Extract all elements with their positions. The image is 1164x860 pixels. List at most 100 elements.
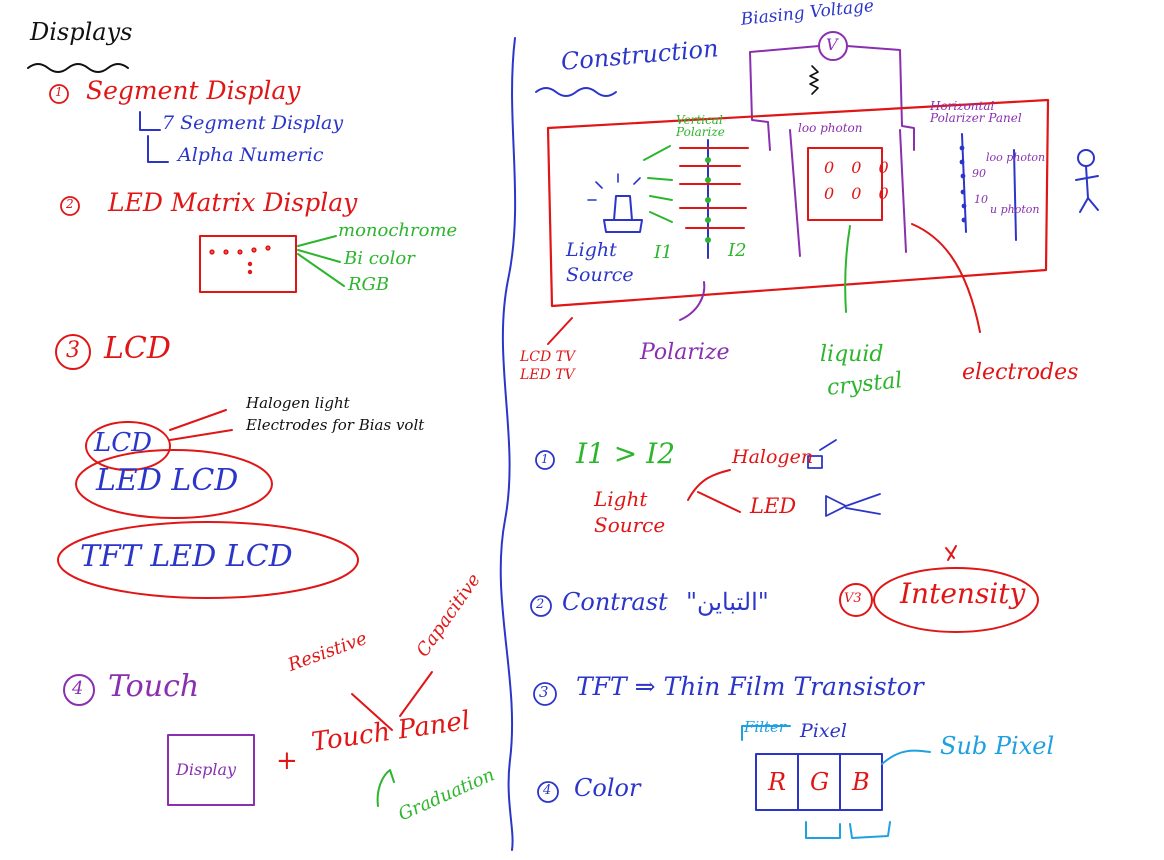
alpha-numeric-label: Alpha Numeric <box>178 144 324 166</box>
led-lcd-type: LED LCD <box>96 463 239 498</box>
led-lamp <box>825 493 881 517</box>
matrix-arrow-1 <box>297 235 337 247</box>
green-ray-2 <box>647 177 673 181</box>
contrast-label: Contrast <box>562 588 668 616</box>
led-lcd-ellipse <box>75 449 273 519</box>
subpixel-b: B <box>852 768 870 796</box>
title-underline <box>27 63 129 73</box>
item1-num: 1 <box>541 452 549 466</box>
subpixel-arrow <box>881 749 931 765</box>
lcd-arrow-1 <box>169 409 227 431</box>
pixel-box-b <box>839 753 883 811</box>
seven-segment-label: 7 Segment Display <box>162 112 344 134</box>
subpixel-r: R <box>768 768 787 796</box>
liquid-label: liquid <box>820 342 884 367</box>
photon-100-label: loo photon <box>986 151 1046 164</box>
plate-left <box>789 129 801 257</box>
r-num-3 <box>533 682 557 706</box>
lamp-body <box>603 195 643 233</box>
lcd-arrow-2 <box>169 429 233 441</box>
segment-display-label: Segment Display <box>86 76 301 105</box>
item2-num: 2 <box>536 597 545 612</box>
led-matrix-label: LED Matrix Display <box>108 188 358 217</box>
display-box-label: Display <box>176 760 237 779</box>
capacitive-arrow <box>399 671 433 717</box>
matrix-type-bicolor: Bi color <box>344 248 415 269</box>
tft-led-lcd-ellipse <box>57 521 359 599</box>
lcd-type: LCD <box>94 428 153 458</box>
i2-label: I2 <box>728 240 747 261</box>
halogen-lamp <box>807 439 837 469</box>
page-title: Displays <box>30 18 133 46</box>
v3-label: V3 <box>844 591 862 606</box>
construction-box <box>546 98 1050 308</box>
photon-u-label: u photon <box>990 203 1040 216</box>
sub-pixel-label: Sub Pixel <box>940 732 1055 760</box>
l-num-2 <box>60 196 80 216</box>
light-source-2: Light Source <box>594 487 666 537</box>
resistor <box>809 65 819 95</box>
center-divider <box>499 37 517 851</box>
photon-top-label: loo photon <box>798 121 863 135</box>
screen-line <box>1013 149 1017 241</box>
tft-label: TFT ⇒ Thin Film Transistor <box>576 672 924 701</box>
light-arrow-1 <box>687 469 731 501</box>
arabic-label: "التباين" <box>686 588 769 616</box>
crystal-dots-2: 0 0 0 <box>824 184 895 203</box>
matrix-arrow-2 <box>297 249 341 263</box>
photon-label-90: 90 <box>972 167 986 180</box>
halogen-label: Halogen <box>732 446 814 468</box>
bias-wire-left <box>749 45 820 151</box>
led-matrix-box <box>199 235 297 293</box>
touch-num-circle <box>63 674 95 706</box>
v3-circle <box>839 583 873 617</box>
touch-heading: Touch <box>108 669 200 704</box>
resistive-arrow <box>351 693 393 731</box>
light-arrow-2 <box>697 491 741 513</box>
l-num-1 <box>49 84 69 104</box>
r-num-4 <box>537 781 559 803</box>
crystal-box <box>807 147 883 221</box>
electrodes-note: Electrodes for Bias volt <box>246 416 425 434</box>
i1-label: I1 <box>654 242 673 263</box>
touch-num: 4 <box>72 678 84 699</box>
vertical-polarizer-label: Vertical Polarize <box>676 113 725 139</box>
crystal-dots: 0 0 0 <box>824 158 895 177</box>
lcd-ellipse <box>85 421 171 471</box>
intensity-compare: I1 > I2 <box>576 437 676 470</box>
voltmeter-symbol: V <box>826 35 838 54</box>
green-ray-3 <box>649 195 673 201</box>
horizontal-polarizer-dots <box>959 145 967 223</box>
lcd-heading: LCD <box>104 331 171 366</box>
segment-arrow-1 <box>139 111 161 131</box>
plus-sign: + <box>276 746 298 776</box>
r-num-2 <box>530 595 552 617</box>
display-box <box>167 734 255 806</box>
green-ray-1 <box>643 145 671 161</box>
lcd-num-circle <box>55 334 91 370</box>
lcd-tv-arrow <box>547 317 573 345</box>
halogen-note: Halogen light <box>246 394 350 412</box>
led-tv-label: LED TV <box>520 367 575 383</box>
led-matrix-num: 2 <box>66 197 74 211</box>
intensity-x <box>945 545 957 561</box>
graduation-arrow <box>376 769 395 807</box>
bias-wire-right <box>846 45 915 151</box>
tft-led-lcd-type: TFT LED LCD <box>80 539 293 574</box>
horizontal-polarizer-label: Horizontal Polarizer Panel <box>930 99 1022 125</box>
polarize-arrow <box>679 281 706 321</box>
item3-num: 3 <box>539 683 549 701</box>
matrix-type-monochrome: monochrome <box>338 220 458 241</box>
liquid-arrow <box>844 225 851 313</box>
electrodes-arrow <box>911 223 981 333</box>
r-num-1 <box>535 450 555 470</box>
intensity-label: Intensity <box>900 577 1026 610</box>
segment-num: 1 <box>55 85 63 99</box>
viewer-figure <box>1075 149 1099 213</box>
plate-right <box>899 129 907 253</box>
construction-underline <box>535 87 617 97</box>
polarizer-dots <box>705 157 711 243</box>
pixel-label: Pixel <box>800 720 847 742</box>
